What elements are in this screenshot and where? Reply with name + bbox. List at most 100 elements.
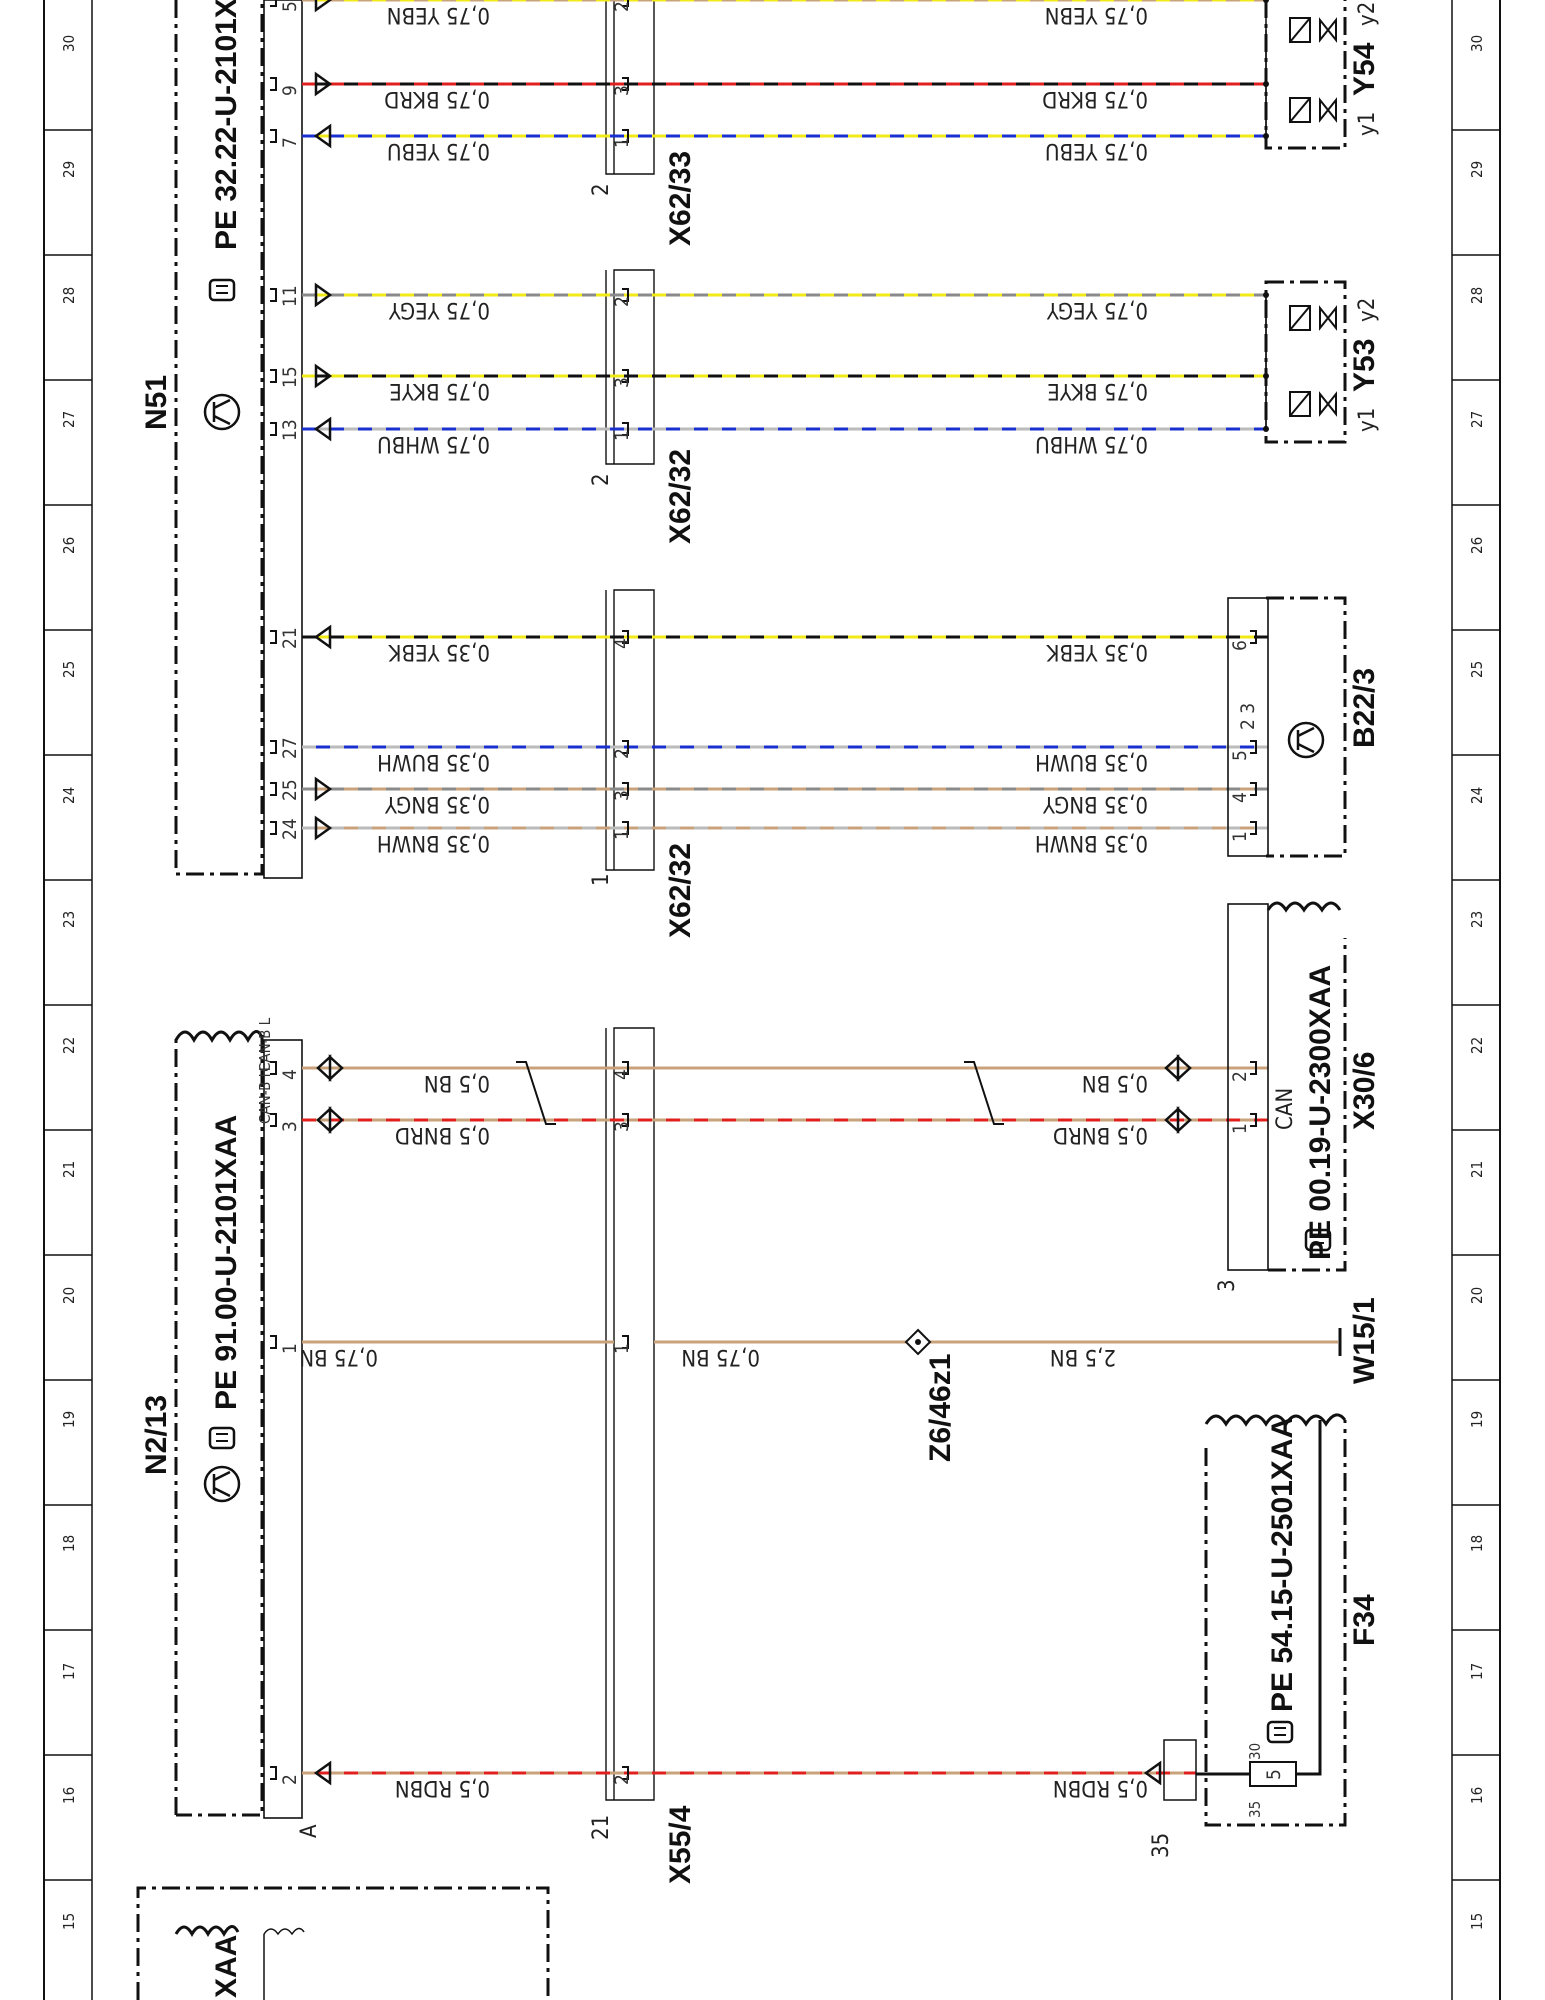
n51-pe-ref: PE 32.22-U-2101XA [210,0,243,250]
y53-label: Y53 [1348,339,1381,392]
wire-label-left: 0,75 WHBU [377,431,490,456]
grid-number-left: 19 [60,1411,78,1428]
device-pin-number: 1 [1229,1123,1251,1134]
grid-number-left: 25 [60,661,78,678]
grid-number-right: 28 [1468,287,1486,304]
pointing-hand-icon [208,278,236,302]
b22-3-pins: 2 3 [1237,703,1259,730]
grid-number-left: 24 [60,787,78,804]
wire-label-right: 0,75 YEGY [1046,297,1148,322]
w15-1-ground: W15/1 [1338,1297,1381,1384]
module-pin-terminal [270,821,277,835]
grid-number-right: 23 [1468,911,1486,928]
module-pin-number: 7 [279,137,301,148]
transistor-icon [1287,721,1325,759]
device-pin-number: 4 [1229,792,1251,803]
wire-label-right: 0,35 YEBK [1045,639,1148,664]
connector-pin-number: 1 [611,829,633,840]
wire-label-right: 0,35 BUWH [1035,749,1148,774]
x62-32a-pin: 2 [589,473,614,486]
transistor-icon [203,1465,241,1503]
wire-label-right: 2,5 BN [1050,1344,1116,1369]
module-pin-terminal [270,1766,277,1780]
grid-number-right: 27 [1468,411,1486,428]
device-pin-terminal [1250,821,1257,835]
connector-pin-terminal [622,422,629,436]
grid-number-left: 15 [60,1913,78,1930]
device-pin-number: 2 [1229,1071,1251,1082]
can-bidirectional-arrow-icon [1164,1054,1192,1082]
connector-pin-terminal [622,369,629,383]
module-pin-number: 24 [279,818,301,840]
module-pin-terminal [270,1335,277,1349]
module-pin-number: 25 [279,779,301,801]
module-pin-terminal [270,288,277,302]
wire-label-left: 0,75 YEGY [388,297,490,322]
twisted-pair-mark [964,1061,1004,1125]
module-pin-terminal [270,782,277,796]
grid-number-left: 16 [60,1787,78,1804]
device-pin-terminal [1250,1113,1257,1127]
grid-number-left: 27 [60,411,78,428]
x62-33-shell [605,0,655,175]
signal-arrow-icon [313,123,332,149]
module-pin-terminal [270,740,277,754]
y54-y2: y2 [1355,2,1380,26]
grid-number-left: 17 [60,1663,78,1680]
can-bidirectional-arrow-icon [316,1106,344,1134]
grid-number-right: 16 [1468,1787,1486,1804]
w15-1-label: W15/1 [1348,1297,1381,1384]
signal-arrow-icon [314,815,333,841]
grid-number-right: 22 [1468,1037,1486,1054]
signal-arrow-icon [313,1760,332,1786]
x62-33-label: X62/33 [664,151,697,246]
connector-pin-number: 1 [611,430,633,441]
z6-46z1-splice: Z6/46z1 [904,1328,957,1462]
module-pin-number: 13 [279,419,301,441]
connector-pin-number: 4 [611,638,633,649]
pointing-hand-icon [1266,1720,1294,1744]
wire-label-right: 0,5 BN [1082,1070,1148,1095]
n51-module: N51 PE 32.22-U-2101XA [140,0,303,879]
module-pin-terminal [270,1113,277,1127]
connector-pin-number: 1 [611,1343,633,1354]
signal-arrow-icon [313,624,332,650]
module-pin-number: 4 [279,1069,301,1080]
wire-label-left: 0,5 BN [424,1070,490,1095]
connector-pin-terminal [622,1113,629,1127]
connector-pin-number: 2 [611,296,633,307]
wire-label-right: 0,5 RDBN [1053,1775,1148,1800]
grid-number-right: 25 [1468,661,1486,678]
module-pin-number: 21 [279,627,301,649]
transistor-icon [203,393,241,431]
connector-pin-number: 2 [611,748,633,759]
connector-pin-terminal [622,1061,629,1075]
device-pin-terminal [1250,782,1257,796]
f34-fuse-rating: 5 [1263,1769,1285,1780]
wire-label-left: 0,5 BNRD [395,1122,490,1147]
module-pin-number: 9 [279,85,301,96]
signal-arrow-icon [313,416,332,442]
x62-32a-label: X62/32 [664,449,697,544]
connector-pin-number: 3 [611,377,633,388]
wire-label-right: 0,35 BNWH [1035,830,1148,855]
wire-label-left: 0,35 BNGY [384,791,490,816]
connector-pin-number: 3 [611,790,633,801]
wire-label-left: 0,35 YEBK [387,639,490,664]
connector-pin-terminal [622,782,629,796]
grid-number-right: 17 [1468,1663,1486,1680]
wire-label-middle: 0,75 BN [681,1344,760,1369]
can-bidirectional-arrow-icon [316,1054,344,1082]
grid-number-left: 28 [60,287,78,304]
frame [43,0,1501,2000]
left-partial-module: XAA [136,1886,550,2000]
connector-pin-number: 4 [611,1069,633,1080]
wire-label-left: 0,75 YEBU [387,138,490,163]
module-pin-terminal [270,369,277,383]
grid-number-right: 21 [1468,1161,1486,1178]
x62-32b-pin: 1 [589,873,614,886]
connector-pin-terminal [622,0,629,7]
connector-pin-terminal [622,129,629,143]
x30-6-pe-ref: PE 00.19-U-2300XAA [1304,965,1337,1260]
